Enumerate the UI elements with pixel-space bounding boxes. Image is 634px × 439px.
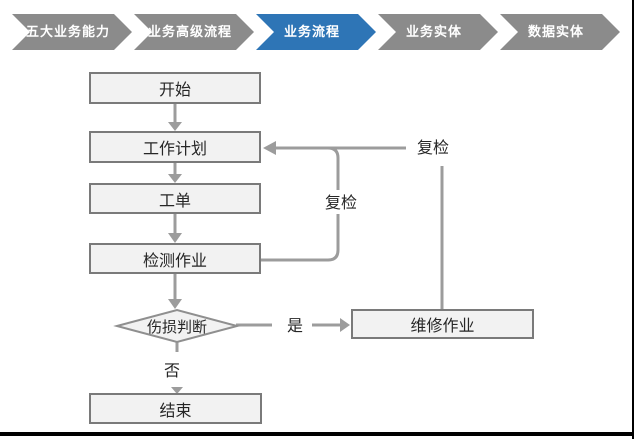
node-repair-shape xyxy=(351,309,534,339)
node-start-label: 开始 xyxy=(158,82,191,99)
node-plan-shape xyxy=(89,131,261,163)
node-repair-label: 维修作业 xyxy=(410,318,475,335)
arrowhead-inspect-to-decision xyxy=(168,299,182,309)
slide-right-border xyxy=(632,0,634,439)
connector-lines xyxy=(173,103,444,352)
arrowhead-order-to-inspect xyxy=(168,233,182,243)
breadcrumb-step-data-entity[interactable]: 数据实体 xyxy=(500,14,620,50)
edge-label-no: 否 xyxy=(163,363,180,380)
edge-label-yes: 是 xyxy=(286,318,303,335)
arrowhead-start-to-plan xyxy=(168,122,182,131)
node-decision-label: 伤损判断 xyxy=(146,318,207,336)
node-inspect-shape xyxy=(89,243,261,274)
edge-label-recheck-inner: 复检 xyxy=(313,190,369,212)
breadcrumb-step-business-entity[interactable]: 业务实体 xyxy=(378,14,498,50)
node-end-shape xyxy=(89,393,262,424)
arrowhead-plan-to-order xyxy=(168,174,182,183)
arrowhead-recheck-to-plan xyxy=(263,141,276,155)
edge-label-recheck-outer: 复检 xyxy=(416,140,449,157)
node-decision-shape xyxy=(113,308,241,344)
node-order-label: 工单 xyxy=(158,192,191,210)
slide-bottom-border xyxy=(0,432,634,436)
breadcrumb: 五大业务能力 业务高级流程 业务流程 业务实体 数据实体 xyxy=(12,14,620,50)
node-end-label: 结束 xyxy=(159,402,192,420)
node-inspect-label: 检测作业 xyxy=(142,252,207,270)
arrowhead-yes-to-repair xyxy=(340,318,350,332)
node-order-shape xyxy=(89,183,261,214)
breadcrumb-step-highlevel-process[interactable]: 业务高级流程 xyxy=(134,14,254,50)
breadcrumb-step-capabilities[interactable]: 五大业务能力 xyxy=(12,14,132,50)
breadcrumb-step-business-process[interactable]: 业务流程 xyxy=(256,14,376,50)
node-plan-label: 工作计划 xyxy=(142,141,207,158)
arrowhead-no-to-end xyxy=(171,387,183,394)
node-start-shape xyxy=(89,72,261,104)
